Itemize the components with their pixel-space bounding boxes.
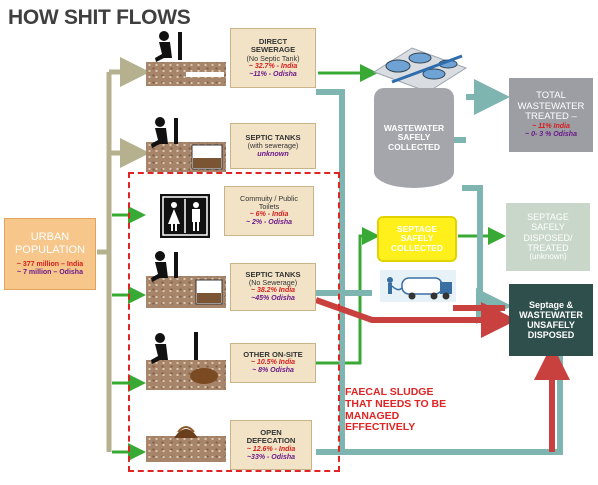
septic-sewer-picture: [146, 112, 226, 172]
septic-nosewer-india: ~ 38.2% India: [250, 287, 296, 295]
community-toilets-box: Commuity / Public Toilets ~ 6% - India ~…: [224, 186, 314, 236]
faecal-sludge-boundary: [128, 172, 340, 472]
septic-nosewer-sub: (No Sewerage): [248, 278, 298, 288]
fs-line-4: EFFECTIVELY: [345, 421, 416, 434]
urban-india: ~ 377 million – India: [16, 260, 84, 268]
open-defecation-picture: [146, 408, 226, 462]
sep-collected-l1: SEPTAGE: [397, 223, 437, 234]
septage-collected-box: SEPTAGE SAFELY COLLECTED: [377, 216, 457, 262]
squatting-person-icon: [155, 31, 224, 77]
septic-sewer-box: SEPTIC TANKS (with sewerage) unknown: [230, 123, 316, 169]
other-onsite-india: ~ 10.5% India: [250, 359, 296, 367]
unsafe-l1: Septage &: [528, 299, 573, 310]
trunk-arrows: [97, 57, 150, 452]
treatment-plant-icon: [372, 47, 468, 93]
septic-nosewer-h1: SEPTIC TANKS: [245, 269, 301, 279]
tanker-truck-illustration: [380, 270, 456, 302]
unsafe-disposed-box: Septage & WASTEWATER UNSAFELY DISPOSED: [509, 284, 593, 356]
septic-sewer-sub: (with sewerage): [247, 141, 299, 151]
ww-collected-l1: WASTEWATER: [383, 122, 445, 133]
other-onsite-picture: [146, 328, 226, 390]
direct-sewerage-sub: (No Septic Tank): [246, 53, 300, 63]
fs-line-1: FAECAL SLUDGE: [345, 386, 434, 398]
disposed-l5: (unknown): [529, 251, 567, 261]
treated-india: ~ 11% India: [532, 123, 570, 131]
septic-nosewer-picture: [146, 246, 226, 308]
direct-sewerage-picture: [146, 28, 226, 86]
direct-sewerage-odisha: ~11% - Odisha: [249, 70, 297, 78]
community-h2: Toilets: [258, 202, 280, 212]
sep-collected-l3: COLLECTED: [391, 242, 443, 253]
community-toilets-picture: [160, 194, 210, 238]
disposed-l1: SEPTAGE: [527, 212, 569, 223]
community-odisha: ~ 2% - Odisha: [245, 219, 293, 227]
treatment-plant-illustration: [372, 42, 468, 94]
disposed-l4: TREATED: [527, 242, 569, 253]
open-defecation-box: OPEN DEFECATION ~ 12.6% - India ~33% - O…: [230, 420, 312, 470]
direct-sewerage-h2: SEWERAGE: [250, 45, 296, 55]
total-treated-box: TOTAL WASTEWATER TREATED – ~ 11% India ~…: [509, 78, 593, 152]
urban-title-1: URBAN: [30, 231, 70, 244]
urban-title-2: POPULATION: [14, 243, 86, 256]
open-def-h2: DEFECATION: [246, 436, 296, 446]
disposed-l2: SAFELY: [531, 222, 565, 233]
other-onsite-box: OTHER ON-SITE ~ 10.5% India ~ 8% Odisha: [230, 343, 316, 383]
septic-nosewer-odisha: ~45% Odisha: [251, 295, 295, 303]
septage-disposed-box: SEPTAGE SAFELY DISPOSED/ TREATED (unknow…: [506, 203, 590, 271]
septic-tank-icon: [151, 251, 223, 305]
septic-sewer-h1: SEPTIC TANKS: [245, 132, 301, 142]
treated-odisha: ~ 0- 3 % Odisha: [525, 130, 577, 138]
open-def-india: ~ 12.6% - India: [246, 445, 296, 453]
wastewater-collected-box: WASTEWATER SAFELY COLLECTED: [374, 88, 454, 188]
community-h1: Commuity / Public: [240, 194, 298, 204]
urban-population-box: URBAN POPULATION ~ 377 million – India ~…: [4, 218, 96, 290]
unsafe-l4: DISPOSED: [527, 330, 575, 341]
sep-collected-l2: SAFELY: [400, 233, 434, 244]
unsafe-l2: WASTEWATER: [519, 309, 583, 320]
fs-line-2: THAT NEEDS TO BE: [345, 397, 447, 410]
septic-sewer-note: unknown: [257, 149, 289, 159]
unsafe-l3: UNSAFELY: [527, 320, 575, 330]
open-def-odisha: ~33% - Odisha: [246, 453, 296, 461]
toilet-people-icon: [162, 196, 208, 236]
excreta-pile-icon: [174, 426, 198, 438]
direct-sewerage-india: ~ 32.7% - India: [248, 62, 298, 70]
disposed-l3: DISPOSED/: [523, 232, 573, 243]
other-onsite-h1: OTHER ON-SITE: [243, 349, 303, 359]
septic-tank-icon: [151, 117, 223, 170]
fs-line-3: MANAGED: [345, 409, 400, 422]
urban-odisha: ~ 7 million – Odisha: [17, 268, 83, 276]
page-title: HOW SHIT FLOWS: [8, 6, 191, 29]
ww-collected-l3: COLLECTED: [388, 141, 440, 152]
treated-l3: TREATED –: [525, 111, 577, 123]
direct-sewerage-h1: DIRECT: [258, 36, 288, 46]
pit-latrine-icon: [151, 332, 218, 384]
other-onsite-odisha: ~ 8% Odisha: [252, 367, 294, 375]
red-arrows: [314, 297, 570, 452]
community-india: ~ 6% - India: [249, 211, 289, 219]
faecal-sludge-label: FAECAL SLUDGE THAT NEEDS TO BE MANAGED E…: [345, 386, 465, 434]
teal-arrows: [316, 89, 563, 455]
treated-l1: TOTAL: [536, 90, 566, 102]
ww-collected-l2: SAFELY: [397, 132, 431, 143]
open-def-h1: OPEN: [260, 427, 282, 437]
tanker-truck-icon: [387, 277, 452, 300]
septic-nosewer-box: SEPTIC TANKS (No Sewerage) ~ 38.2% India…: [230, 263, 316, 311]
treated-l2: WASTEWATER: [517, 100, 585, 112]
direct-sewerage-box: DIRECT SEWERAGE (No Septic Tank) ~ 32.7%…: [230, 28, 316, 88]
